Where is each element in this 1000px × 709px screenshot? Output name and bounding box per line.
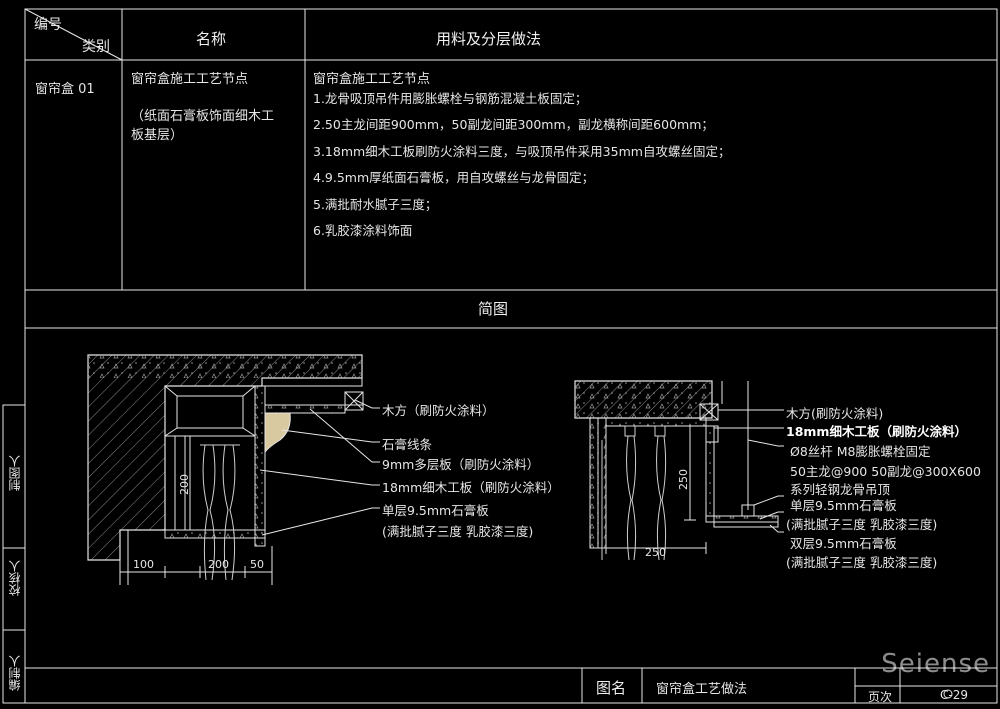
left-leaders xyxy=(259,399,380,536)
right-label-timber: 木方(刷防火涂料) xyxy=(786,406,884,421)
footer-page-label: 页次 xyxy=(868,690,893,704)
right-label-double-gypsum: 双层9.5mm石膏板 xyxy=(790,536,897,551)
right-label-keel-system: 系列轻钢龙骨吊顶 xyxy=(790,482,891,497)
right-vertical-board xyxy=(705,425,715,523)
side-strip-drafter: 制图人 xyxy=(8,455,22,491)
side-strip xyxy=(2,404,26,704)
header-method-label: 用料及分层做法 xyxy=(436,30,542,48)
right-label-single-gypsum: 单层9.5mm石膏板 xyxy=(790,498,897,513)
header-name-label: 名称 xyxy=(196,30,227,48)
method-step-1: 1.龙骨吸顶吊件用膨胀螺栓与钢筋混凝土板固定； xyxy=(313,91,588,106)
left-dim-50: 50 xyxy=(250,558,264,571)
method-step-2: 2.50主龙间距900mm，50副龙间距300mm，副龙横称间距600mm； xyxy=(313,117,714,132)
right-ceiling-board xyxy=(705,515,779,523)
method-title: 窗帘盒施工工艺节点 xyxy=(313,72,431,87)
row-name-sub-line2: 板基层） xyxy=(131,128,184,143)
left-dim-200-vertical: 200 xyxy=(178,474,191,495)
header-code-label: 编号 xyxy=(34,17,62,33)
right-curtain xyxy=(601,425,667,561)
footer-page-number: C-29 xyxy=(940,688,968,702)
right-dimensions xyxy=(605,425,707,554)
left-dim-100: 100 xyxy=(133,558,154,571)
right-leaders xyxy=(714,409,784,533)
right-dim-250-horizontal: 250 xyxy=(645,546,666,559)
right-top-board xyxy=(605,417,707,427)
right-label-rod: Ø8丝杆 M8膨胀螺栓固定 xyxy=(790,444,931,459)
left-curtain xyxy=(200,444,240,581)
left-label-gypsum-finish: (满批腻子三度 乳胶漆三度) xyxy=(382,524,534,539)
page-marker-icon xyxy=(943,689,953,699)
side-strip-compiler: 编制人 xyxy=(8,655,22,691)
left-detail: 100 200 50 200 xyxy=(87,354,380,585)
row-name: 窗帘盒施工工艺节点 xyxy=(131,72,249,87)
method-step-4: 4.9.5mm厚纸面石膏板，用自攻螺丝与龙骨固定； xyxy=(313,170,595,185)
left-ceiling-board xyxy=(261,377,363,387)
method-step-6: 6.乳胶漆涂料饰面 xyxy=(313,223,413,238)
left-gypsum-cornice xyxy=(264,412,291,454)
right-label-blockboard: 18mm细木工板（刷防火涂料） xyxy=(786,424,967,439)
left-label-timber: 木方（刷防火涂料） xyxy=(382,403,495,418)
left-dimensions xyxy=(119,435,273,578)
header-category-label: 类别 xyxy=(82,39,110,55)
left-label-gypsum: 单层9.5mm石膏板 xyxy=(382,503,489,518)
side-strip-checker: 校核人 xyxy=(8,560,22,596)
right-label-single-gypsum-finish: (满批腻子三度 乳胶漆三度) xyxy=(786,517,938,532)
diagram-section-label: 简图 xyxy=(478,300,509,318)
left-concrete-fill xyxy=(88,355,362,378)
footer-drawing-name-label: 图名 xyxy=(596,679,627,697)
left-box-inner xyxy=(176,395,244,429)
footer-drawing-name: 窗帘盒工艺做法 xyxy=(656,682,748,697)
method-step-5: 5.满批耐水腻子三度； xyxy=(313,197,438,212)
row-code: 窗帘盒 01 xyxy=(35,82,95,97)
right-label-keel-spacing: 50主龙@900 50副龙@300X600 xyxy=(790,464,981,479)
right-label-double-gypsum-finish: (满批腻子三度 乳胶漆三度) xyxy=(786,555,938,570)
left-box-bottom xyxy=(164,529,266,539)
row-name-sub-line1: （纸面石膏板饰面细木工 xyxy=(131,109,275,124)
table-grid xyxy=(24,8,998,704)
right-timber-batten xyxy=(699,403,719,421)
left-label-plywood: 9mm多层板（刷防火涂料） xyxy=(382,457,540,472)
left-dim-200: 200 xyxy=(208,558,229,571)
right-detail: 250 250 xyxy=(574,380,784,561)
method-step-3: 3.18mm细木工板刷防火涂料三度，与吸顶吊件采用35mm自攻螺丝固定； xyxy=(313,144,731,159)
left-plywood xyxy=(264,404,346,414)
left-vertical-board xyxy=(254,385,266,547)
watermark: Seiense xyxy=(881,649,990,679)
left-label-cornice: 石膏线条 xyxy=(382,437,433,452)
right-dim-250-vertical: 250 xyxy=(677,469,690,490)
left-label-blockboard: 18mm细木工板（刷防火涂料） xyxy=(382,480,560,495)
